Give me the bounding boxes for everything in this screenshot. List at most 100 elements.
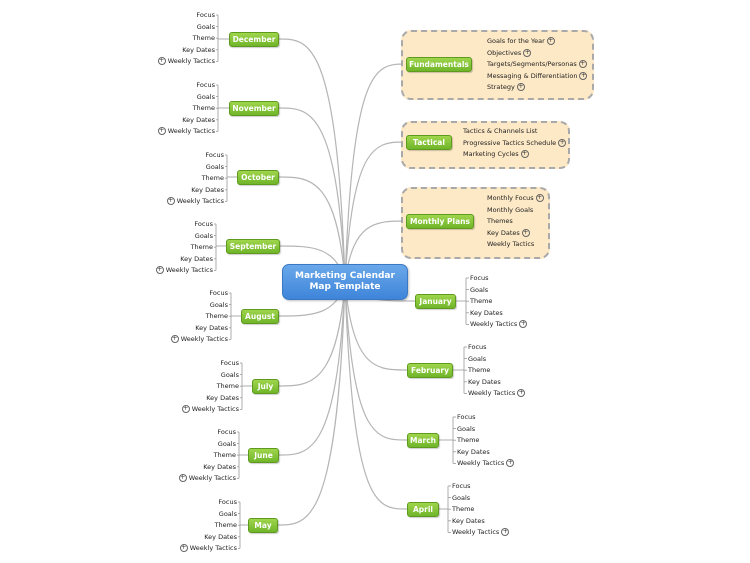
leaf-theme[interactable]: Theme [193, 34, 215, 42]
leaf-weekly-tactics[interactable]: +Weekly Tactics [178, 544, 237, 553]
expand-icon[interactable]: + [181, 405, 190, 414]
leaf-weekly-tactics[interactable]: +Weekly Tactics [156, 57, 215, 66]
leaf-objectives[interactable]: Objectives+ [487, 48, 533, 57]
leaf-focus[interactable]: Focus [194, 220, 213, 228]
leaf-goals[interactable]: Goals [218, 440, 236, 448]
central-topic[interactable]: Marketing Calendar Map Template [282, 264, 408, 300]
expand-icon[interactable]: + [506, 459, 515, 468]
leaf-marketing-cycles[interactable]: Marketing Cycles+ [463, 150, 531, 159]
expand-icon[interactable]: + [178, 474, 187, 483]
leaf-key-dates[interactable]: Key Dates [182, 116, 215, 124]
leaf-goals-for-the-year[interactable]: Goals for the Year+ [487, 37, 557, 45]
leaf-key-dates[interactable]: Key Dates+ [487, 228, 532, 237]
leaf-theme[interactable]: Theme [191, 243, 213, 251]
leaf-goals[interactable]: Goals [457, 425, 475, 433]
leaf-focus[interactable]: Focus [196, 81, 215, 89]
branch-june[interactable]: June [248, 447, 279, 463]
branch-september[interactable]: September [226, 238, 280, 254]
expand-icon[interactable]: + [179, 544, 188, 553]
leaf-tactics-channels-list[interactable]: Tactics & Channels List [463, 127, 537, 135]
leaf-theme[interactable]: Theme [452, 505, 474, 513]
leaf-weekly-tactics[interactable]: Weekly Tactics+ [468, 389, 527, 398]
leaf-focus[interactable]: Focus [220, 359, 239, 367]
expand-icon[interactable]: + [157, 57, 166, 66]
expand-icon[interactable]: + [157, 127, 166, 136]
leaf-weekly-tactics[interactable]: Weekly Tactics+ [452, 528, 511, 537]
leaf-goals[interactable]: Goals [197, 93, 215, 101]
branch-november[interactable]: November [229, 100, 279, 116]
leaf-theme[interactable]: Theme [193, 104, 215, 112]
leaf-goals[interactable]: Goals [197, 23, 215, 31]
leaf-theme[interactable]: Theme [202, 174, 224, 182]
leaf-targets-segments-personas[interactable]: Targets/Segments/Personas+ [487, 60, 589, 69]
expand-icon[interactable]: + [516, 83, 525, 92]
branch-monthly-plans[interactable]: Monthly Plans [406, 213, 474, 229]
leaf-goals[interactable]: Goals [206, 163, 224, 171]
leaf-goals[interactable]: Goals [452, 494, 470, 502]
leaf-weekly-tactics[interactable]: +Weekly Tactics [169, 335, 228, 344]
leaf-key-dates[interactable]: Key Dates [468, 378, 501, 386]
leaf-theme[interactable]: Theme [217, 382, 239, 390]
leaf-goals[interactable]: Goals [468, 355, 486, 363]
leaf-weekly-tactics[interactable]: Weekly Tactics+ [457, 459, 516, 468]
leaf-theme[interactable]: Theme [215, 521, 237, 529]
expand-icon[interactable]: + [579, 71, 588, 80]
leaf-key-dates[interactable]: Key Dates [195, 324, 228, 332]
leaf-focus[interactable]: Focus [452, 482, 471, 490]
expand-icon[interactable]: + [535, 194, 544, 202]
branch-tactical[interactable]: Tactical [406, 134, 452, 150]
leaf-focus[interactable]: Focus [209, 289, 228, 297]
leaf-theme[interactable]: Theme [206, 312, 228, 320]
expand-icon[interactable]: + [521, 228, 530, 237]
branch-august[interactable]: August [241, 308, 279, 324]
leaf-focus[interactable]: Focus [218, 498, 237, 506]
leaf-focus[interactable]: Focus [468, 343, 487, 351]
leaf-key-dates[interactable]: Key Dates [457, 448, 490, 456]
leaf-weekly-tactics[interactable]: +Weekly Tactics [177, 474, 236, 483]
expand-icon[interactable]: + [170, 335, 179, 344]
leaf-weekly-tactics[interactable]: Weekly Tactics [487, 240, 534, 248]
expand-icon[interactable]: + [520, 150, 529, 159]
leaf-weekly-tactics[interactable]: +Weekly Tactics [180, 405, 239, 414]
expand-icon[interactable]: + [501, 528, 510, 537]
leaf-theme[interactable]: Theme [214, 451, 236, 459]
expand-icon[interactable]: + [523, 48, 532, 57]
leaf-goals[interactable]: Goals [195, 232, 213, 240]
leaf-key-dates[interactable]: Key Dates [470, 309, 503, 317]
leaf-key-dates[interactable]: Key Dates [203, 463, 236, 471]
leaf-key-dates[interactable]: Key Dates [206, 394, 239, 402]
leaf-goals[interactable]: Goals [210, 301, 228, 309]
branch-april[interactable]: April [407, 501, 439, 517]
expand-icon[interactable]: + [517, 389, 526, 398]
expand-icon[interactable]: + [166, 197, 175, 206]
leaf-theme[interactable]: Theme [457, 436, 479, 444]
expand-icon[interactable]: + [155, 266, 164, 275]
branch-february[interactable]: February [407, 362, 453, 378]
branch-january[interactable]: January [415, 293, 456, 309]
branch-july[interactable]: July [252, 378, 279, 394]
leaf-focus[interactable]: Focus [457, 413, 476, 421]
leaf-weekly-tactics[interactable]: +Weekly Tactics [154, 266, 213, 275]
leaf-goals[interactable]: Goals [221, 371, 239, 379]
leaf-strategy[interactable]: Strategy+ [487, 83, 527, 92]
leaf-monthly-goals[interactable]: Monthly Goals [487, 206, 533, 214]
leaf-progressive-tactics-schedule[interactable]: Progressive Tactics Schedule+ [463, 138, 568, 147]
expand-icon[interactable]: + [578, 60, 587, 69]
leaf-theme[interactable]: Theme [468, 366, 490, 374]
branch-october[interactable]: October [237, 169, 279, 185]
branch-december[interactable]: December [229, 31, 279, 47]
leaf-focus[interactable]: Focus [217, 428, 236, 436]
leaf-key-dates[interactable]: Key Dates [180, 255, 213, 263]
branch-march[interactable]: March [407, 432, 439, 448]
branch-may[interactable]: May [248, 517, 278, 533]
expand-icon[interactable]: + [558, 138, 567, 147]
leaf-monthly-focus[interactable]: Monthly Focus+ [487, 194, 546, 202]
leaf-goals[interactable]: Goals [470, 286, 488, 294]
leaf-focus[interactable]: Focus [196, 11, 215, 19]
leaf-focus[interactable]: Focus [205, 151, 224, 159]
leaf-key-dates[interactable]: Key Dates [182, 46, 215, 54]
expand-icon[interactable]: + [519, 320, 528, 329]
leaf-messaging-differentiation[interactable]: Messaging & Differentiation+ [487, 71, 589, 80]
leaf-focus[interactable]: Focus [470, 274, 489, 282]
branch-fundamentals[interactable]: Fundamentals [406, 56, 472, 72]
